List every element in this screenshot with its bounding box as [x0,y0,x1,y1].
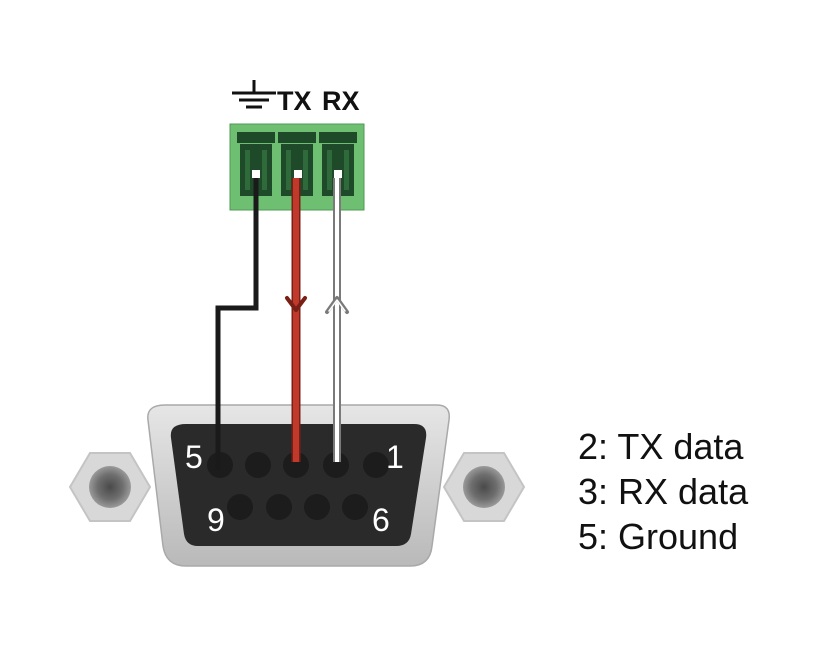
pin-4 [245,452,271,478]
pin-label-5: 5 [185,439,203,475]
tx-wire [285,178,307,462]
pin-3 [283,452,309,478]
rx-label: RX [322,86,360,116]
pin-label-6: 6 [372,502,390,538]
legend-item-ground: 5: Ground [578,516,739,557]
terminal-contact [294,170,302,178]
pin-2 [323,452,349,478]
pin-1 [363,452,389,478]
ground-wire [215,178,259,470]
pin-6 [342,494,368,520]
rx-arrow-up-icon [325,296,349,314]
ground-icon [232,80,276,109]
db9-connector: 5 1 9 6 [147,404,450,567]
terminal-contact [334,170,342,178]
tx-label: TX [277,86,312,116]
pin-9 [227,494,253,520]
pin-8 [266,494,292,520]
pin-7 [304,494,330,520]
terminal-contact [252,170,260,178]
terminal-block [229,123,365,211]
pin-legend: 2: TX data 3: RX data 5: Ground [578,424,748,559]
pin-label-9: 9 [207,502,225,538]
legend-item-tx: 2: TX data [578,426,744,467]
pin-label-1: 1 [386,439,404,475]
rx-wire [325,178,349,462]
left-screw [68,452,152,522]
legend-item-rx: 3: RX data [578,471,749,512]
right-screw [442,452,526,522]
tx-arrow-down-icon [285,296,307,312]
